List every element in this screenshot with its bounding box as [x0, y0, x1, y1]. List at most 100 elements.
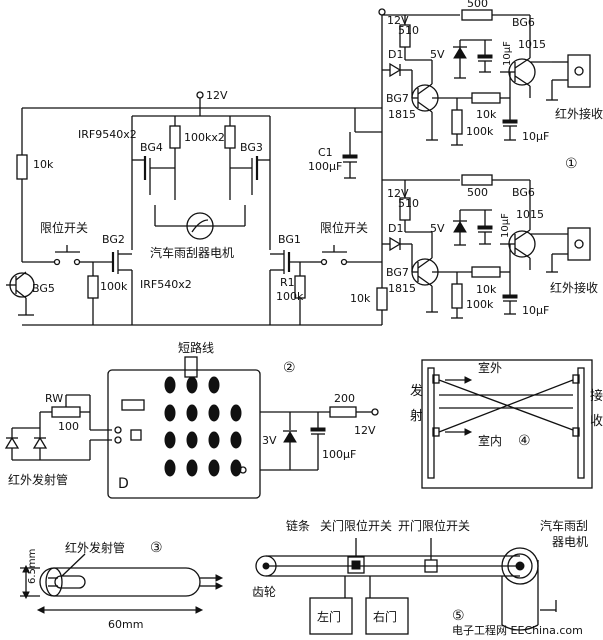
resistor-bias-10k [376, 287, 388, 311]
emit-label-2: 射 [410, 408, 423, 424]
p-mos-label: IRF9540x2 [78, 128, 137, 141]
ir-emitter-label: 红外发射管 [8, 472, 68, 487]
resistor-10k-left [16, 154, 28, 180]
open-limit-label: 开门限位开关 [398, 518, 470, 533]
hbridge-supply-terminal [196, 91, 204, 99]
ic-mark: D [118, 476, 129, 492]
diode-d1-2-label: D1 [388, 222, 403, 235]
supply-label-2: 12V [387, 187, 409, 200]
cap-10uf-4-label: 10μF [522, 304, 549, 317]
sensor-frame [421, 359, 593, 489]
tube-ir-label: 红外发射管 [65, 540, 125, 555]
resistor-500-label: 500 [467, 0, 488, 10]
resistor-100k-2 [451, 283, 463, 309]
figure-3-label: ③ [150, 540, 163, 556]
figure-4-label: ④ [518, 433, 531, 449]
resistor-10k-left-label: 10k [33, 158, 54, 171]
outdoor-label: 室外 [478, 360, 502, 375]
resistor-100k [451, 109, 463, 135]
receiver-circuit-1: 12V 510 500 BG6 1015 5V [378, 0, 603, 240]
door-mechanism: 链条 关门限位开关 开门限位开关 汽车雨刮 器电机 齿轮 左门 [252, 518, 588, 635]
resistor-10k-2 [471, 266, 501, 278]
figure-5-label: ⑤ [452, 608, 465, 624]
ic-slot [121, 399, 145, 411]
ir-receiver-1-label: 红外接收 [555, 106, 603, 121]
bg3-label: BG3 [240, 141, 263, 154]
resistor-200 [329, 406, 357, 418]
resistor-10k-label: 10k [476, 108, 497, 121]
bg2-label: BG2 [102, 233, 125, 246]
receiver-bar [577, 367, 585, 479]
resistor-10k-2-label: 10k [476, 283, 497, 296]
gear-label: 齿轮 [252, 585, 276, 599]
left-door [309, 597, 353, 635]
tube-led [54, 575, 86, 589]
resistor-100k-2-label: 100k [466, 298, 494, 311]
recv-label-2: 收 [590, 414, 603, 429]
figure-1-label: ① [565, 156, 578, 172]
bg4-label: BG4 [140, 141, 163, 154]
bg6-2-label: BG6 [512, 186, 535, 199]
resistor-200-label: 200 [334, 392, 355, 405]
motor-label-2: 器电机 [552, 535, 588, 549]
motor-label: 汽车雨刮器电机 [150, 245, 234, 260]
zener-5v [453, 47, 467, 59]
cap-10uf-label: 10μF [502, 41, 513, 66]
bg7-label: BG7 [386, 92, 409, 105]
rw-label: RW [45, 392, 63, 405]
ir-receiver-2 [567, 227, 591, 261]
resistor-100kx2-label: 100kx2 [184, 131, 225, 144]
short-wire-block [184, 356, 198, 378]
motor-label-1: 汽车雨刮 [540, 518, 588, 533]
ic-small-slot [130, 429, 142, 441]
rw-value: 100 [58, 420, 79, 433]
r1-label: R1 [280, 276, 295, 289]
resistor-100kx2-b [224, 125, 236, 149]
bg5-label: BG5 [32, 282, 55, 295]
limit-switch-right-label: 限位开关 [320, 220, 368, 235]
ir-led-1 [4, 436, 20, 449]
resistor-100k-left [87, 275, 99, 299]
emitter-bar [427, 367, 435, 479]
bg6-label: BG6 [512, 16, 535, 29]
remote-transmitter: 短路线 ② D RW 100 [4, 340, 379, 499]
n-mos-label: IRF540x2 [140, 278, 192, 291]
zener-5v-2 [453, 221, 467, 233]
tube-body [39, 567, 201, 597]
resistor-100kx2-a [169, 125, 181, 149]
resistor-510-label: 510 [398, 24, 419, 37]
chain-label: 链条 [286, 518, 310, 533]
remote-ic-board [107, 369, 261, 499]
left-door-label: 左门 [317, 609, 341, 624]
resistor-500-2 [461, 174, 493, 186]
zener-3v-label: 3V [262, 434, 277, 447]
cap-10uf-3-label: 10μF [500, 213, 511, 238]
hbridge-circuit: C1 100μF 12V IRF9540x2 100kx2 BG4 BG3 [6, 89, 382, 326]
watermark: 电子工程网 EEChina.com [452, 624, 583, 637]
supply-terminal [378, 8, 386, 16]
resistor-10k [471, 92, 501, 104]
zener-5v-label: 5V [430, 48, 445, 61]
wiper-motor [186, 212, 214, 240]
hbridge-supply-label: 12V [206, 89, 228, 102]
indoor-label: 室内 [478, 433, 502, 448]
ir-led-2 [32, 436, 48, 449]
bg6-model: 1015 [518, 38, 546, 51]
short-wire-label: 短路线 [178, 340, 214, 355]
tube-length: 60mm [108, 618, 143, 631]
limit-switch-left-label: 限位开关 [40, 220, 88, 235]
bg7-2-model: 1815 [388, 282, 416, 295]
right-door [365, 597, 409, 635]
close-limit-label: 关门限位开关 [320, 518, 392, 533]
resistor-100k-label: 100k [466, 125, 494, 138]
ir-receiver-2-label: 红外接收 [550, 280, 598, 295]
r1-value: 100k [276, 290, 304, 303]
bg7-2-label: BG7 [386, 266, 409, 279]
figure-2-label: ② [283, 360, 296, 376]
tube-diameter: 6.5mm [27, 549, 38, 584]
cap-10uf-2-label: 10μF [522, 130, 549, 143]
resistor-500-2-label: 500 [467, 186, 488, 199]
diode-d1-label: D1 [388, 48, 403, 61]
bg7-model: 1815 [388, 108, 416, 121]
